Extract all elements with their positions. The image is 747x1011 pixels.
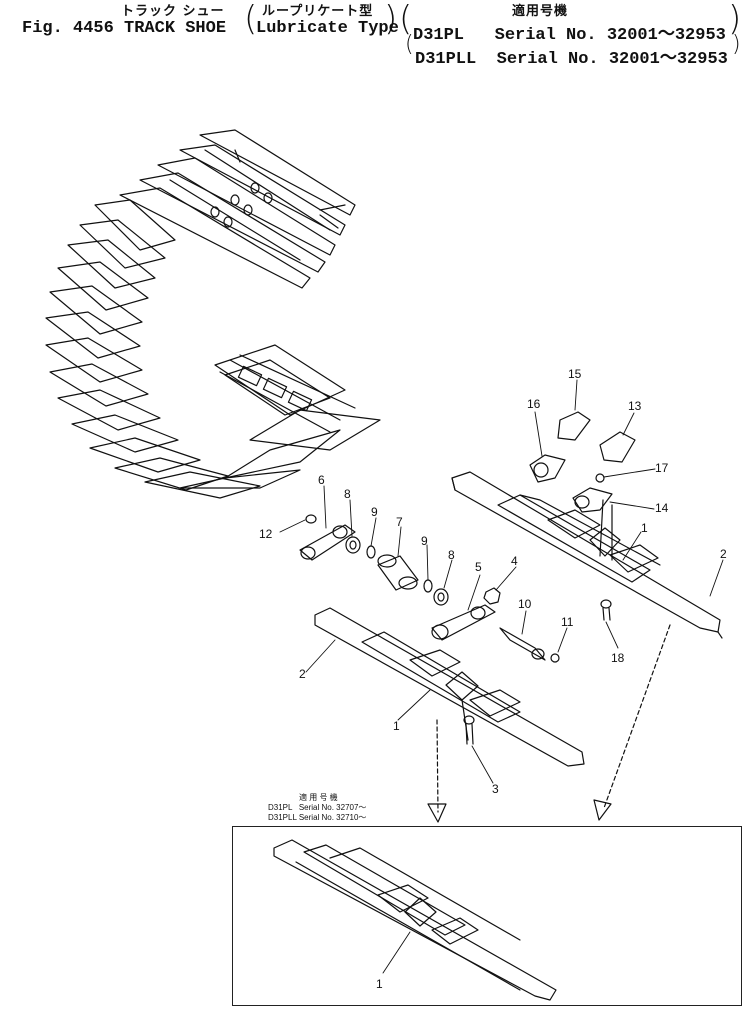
track-shoe-upper xyxy=(451,471,723,639)
callout-15: 15 xyxy=(568,367,582,381)
bushing-seal-8b xyxy=(433,588,449,606)
right-paren-1: ) xyxy=(384,0,398,39)
callout-2-right: 2 xyxy=(720,547,727,561)
inset-frame xyxy=(232,826,742,1006)
callout-4: 4 xyxy=(511,554,518,568)
plug-11 xyxy=(550,653,560,663)
plug-17 xyxy=(595,473,605,483)
inset-model-line-1: D31PL Serial No. 32707～ xyxy=(268,803,367,812)
link-5 xyxy=(431,604,496,641)
subtitle-japanese: ループリケート型 xyxy=(262,4,374,19)
track-shoe-lower xyxy=(314,607,585,767)
callout-5: 5 xyxy=(475,560,482,574)
plug-12 xyxy=(305,514,317,524)
callout-16: 16 xyxy=(527,397,541,411)
callout-1-inset: 1 xyxy=(376,977,383,991)
bolt-18 xyxy=(600,599,612,621)
callout-9a: 9 xyxy=(371,505,378,519)
callout-1-upper: 1 xyxy=(641,521,648,535)
arrow-to-inset-left xyxy=(427,719,447,823)
bolt-3 xyxy=(463,715,475,745)
left-paren-3: ( xyxy=(405,32,414,57)
link-13 xyxy=(599,431,636,463)
callout-8a: 8 xyxy=(344,487,351,501)
callout-18: 18 xyxy=(611,651,625,665)
callout-8b: 8 xyxy=(448,548,455,562)
spacer-9b xyxy=(423,579,433,593)
callout-14: 14 xyxy=(655,501,669,515)
callout-9b: 9 xyxy=(421,534,428,548)
link-6 xyxy=(299,524,356,561)
callout-1-lower: 1 xyxy=(393,719,400,733)
link-16 xyxy=(529,454,566,483)
link-14 xyxy=(572,487,613,513)
callout-3: 3 xyxy=(492,782,499,796)
link-15 xyxy=(557,411,591,441)
callout-17: 17 xyxy=(655,461,669,475)
nut-4 xyxy=(483,587,501,605)
inset-applicable-jp: 適 用 号 機 xyxy=(299,793,338,802)
bushing-7 xyxy=(377,554,419,591)
model-line-2: D31PLL Serial No. 32001～32953 xyxy=(415,50,728,69)
figure-title: Fig. 4456 TRACK SHOE xyxy=(22,19,227,38)
callout-10: 10 xyxy=(518,597,532,611)
callout-13: 13 xyxy=(628,399,642,413)
spacer-9a xyxy=(366,545,376,559)
arrow-to-inset-right xyxy=(593,624,671,821)
inset-track-shoe xyxy=(273,839,557,1001)
type-label: Lubricate Type xyxy=(256,19,399,38)
pin-10 xyxy=(499,627,546,661)
applicable-models-japanese: 適用号機 xyxy=(512,4,569,19)
model-line-1: D31PL Serial No. 32001～32953 xyxy=(413,26,726,45)
right-paren-2: ) xyxy=(728,0,742,39)
left-paren-1: ( xyxy=(244,0,258,39)
track-assembly xyxy=(45,129,381,499)
callout-7: 7 xyxy=(396,515,403,529)
callout-2-left: 2 xyxy=(299,667,306,681)
bushing-seal-8a xyxy=(345,536,361,554)
right-paren-3: ) xyxy=(732,32,741,57)
title-japanese: トラック シュー xyxy=(121,4,225,19)
left-paren-2: ( xyxy=(399,0,413,39)
inset-model-line-2: D31PLL Serial No. 32710～ xyxy=(268,813,367,822)
callout-12: 12 xyxy=(259,527,273,541)
callout-6: 6 xyxy=(318,473,325,487)
callout-11: 11 xyxy=(561,615,574,629)
